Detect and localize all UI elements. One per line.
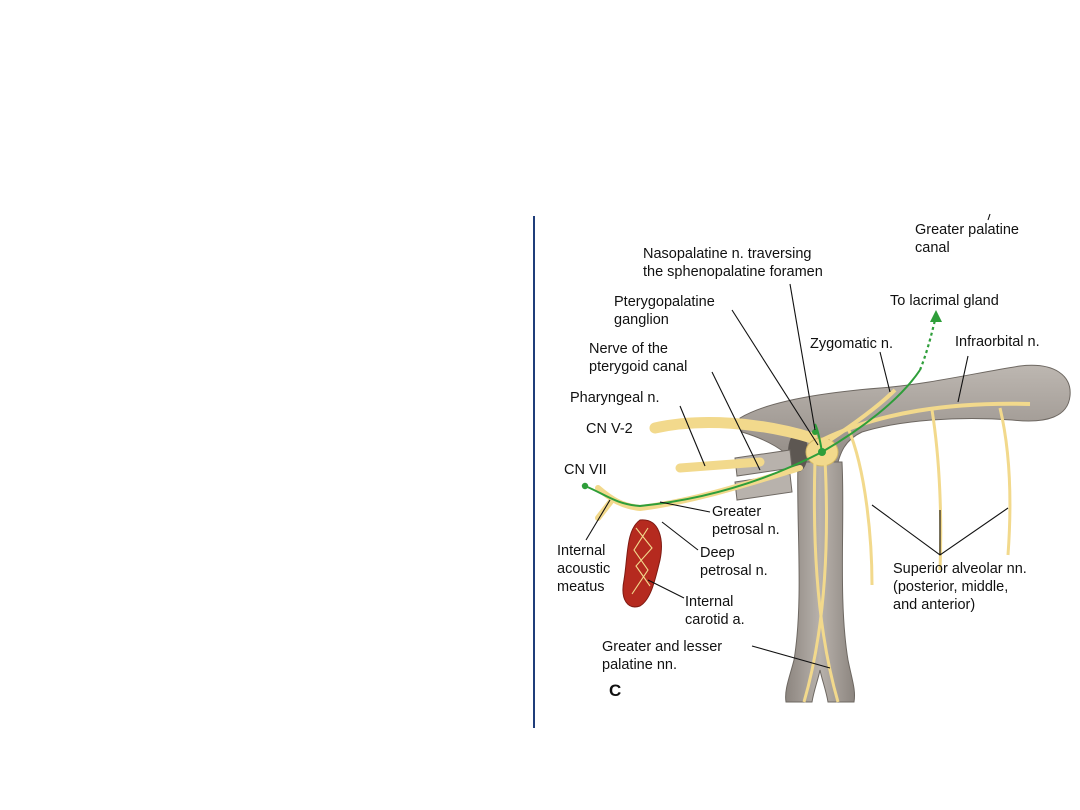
panel-divider (533, 216, 535, 728)
label-greater-petrosal: Greater petrosal n. (712, 504, 780, 538)
leader-nerve-pterygoid (711, 371, 761, 471)
leader-deep-petrosal (661, 521, 699, 551)
label-deep-petrosal: Deep petrosal n. (700, 545, 768, 579)
leader-greater-petrosal (659, 501, 711, 513)
label-internal-carotid: Internal carotid a. (685, 594, 745, 628)
palatine-bone (785, 461, 855, 703)
cn-vii-dot (581, 482, 589, 490)
label-superior-alveolar: Superior alveolar nn. (posterior, middle… (893, 561, 1031, 613)
posterior-superior-alveolar-nerve (846, 427, 874, 586)
label-greater-lesser-palatine: Greater and lesser palatine nn. (602, 639, 726, 673)
leader-acoustic-meatus (585, 499, 611, 541)
leader-zygomatic (879, 351, 891, 393)
label-nerve-pterygoid-canal: Nerve of the pterygoid canal (589, 341, 687, 375)
anterior-superior-alveolar-nerve (998, 407, 1012, 556)
label-nasopalatine: Nasopalatine n. traversing the sphenopal… (643, 246, 823, 280)
leader-greater-palatine-canal (987, 213, 991, 221)
internal-carotid-artery (622, 519, 662, 608)
label-pharyngeal: Pharyngeal n. (570, 390, 659, 406)
label-panel-letter: C (609, 681, 621, 700)
label-infraorbital: Infraorbital n. (955, 334, 1040, 350)
ganglion-dot (818, 448, 826, 456)
label-cn-v2: CN V-2 (586, 421, 633, 437)
label-greater-palatine-canal: Greater palatine canal (915, 222, 1023, 256)
nasopalatine-dot (812, 429, 818, 435)
leader-nasopalatine (789, 283, 816, 431)
leader-pharyngeal (679, 405, 706, 467)
label-cn-vii: CN VII (564, 462, 607, 478)
lacrimal-arrow-icon (930, 310, 942, 322)
cn-v2-nerve (649, 417, 818, 444)
leader-infraorbital (957, 355, 969, 403)
zygomatic-nerve (828, 388, 897, 442)
label-pterygopalatine-ganglion: Pterygopalatine ganglion (614, 294, 719, 328)
label-internal-acoustic-meatus: Internal acoustic meatus (557, 543, 614, 595)
leader-pterygopalatine (731, 309, 819, 446)
middle-superior-alveolar-nerve (930, 409, 943, 571)
carotid-sympathetic-plexus (631, 527, 653, 595)
label-to-lacrimal-gland: To lacrimal gland (890, 293, 999, 309)
greater-palatine-nerve (812, 459, 840, 703)
parasympathetic-path (584, 369, 921, 508)
lacrimal-branch (918, 315, 938, 371)
lesser-palatine-nerve (802, 459, 828, 703)
leader-greater-lesser-palatine (751, 645, 831, 669)
pharyngeal-nerve (675, 457, 765, 473)
label-zygomatic: Zygomatic n. (810, 336, 893, 352)
leader-internal-carotid (647, 579, 685, 599)
